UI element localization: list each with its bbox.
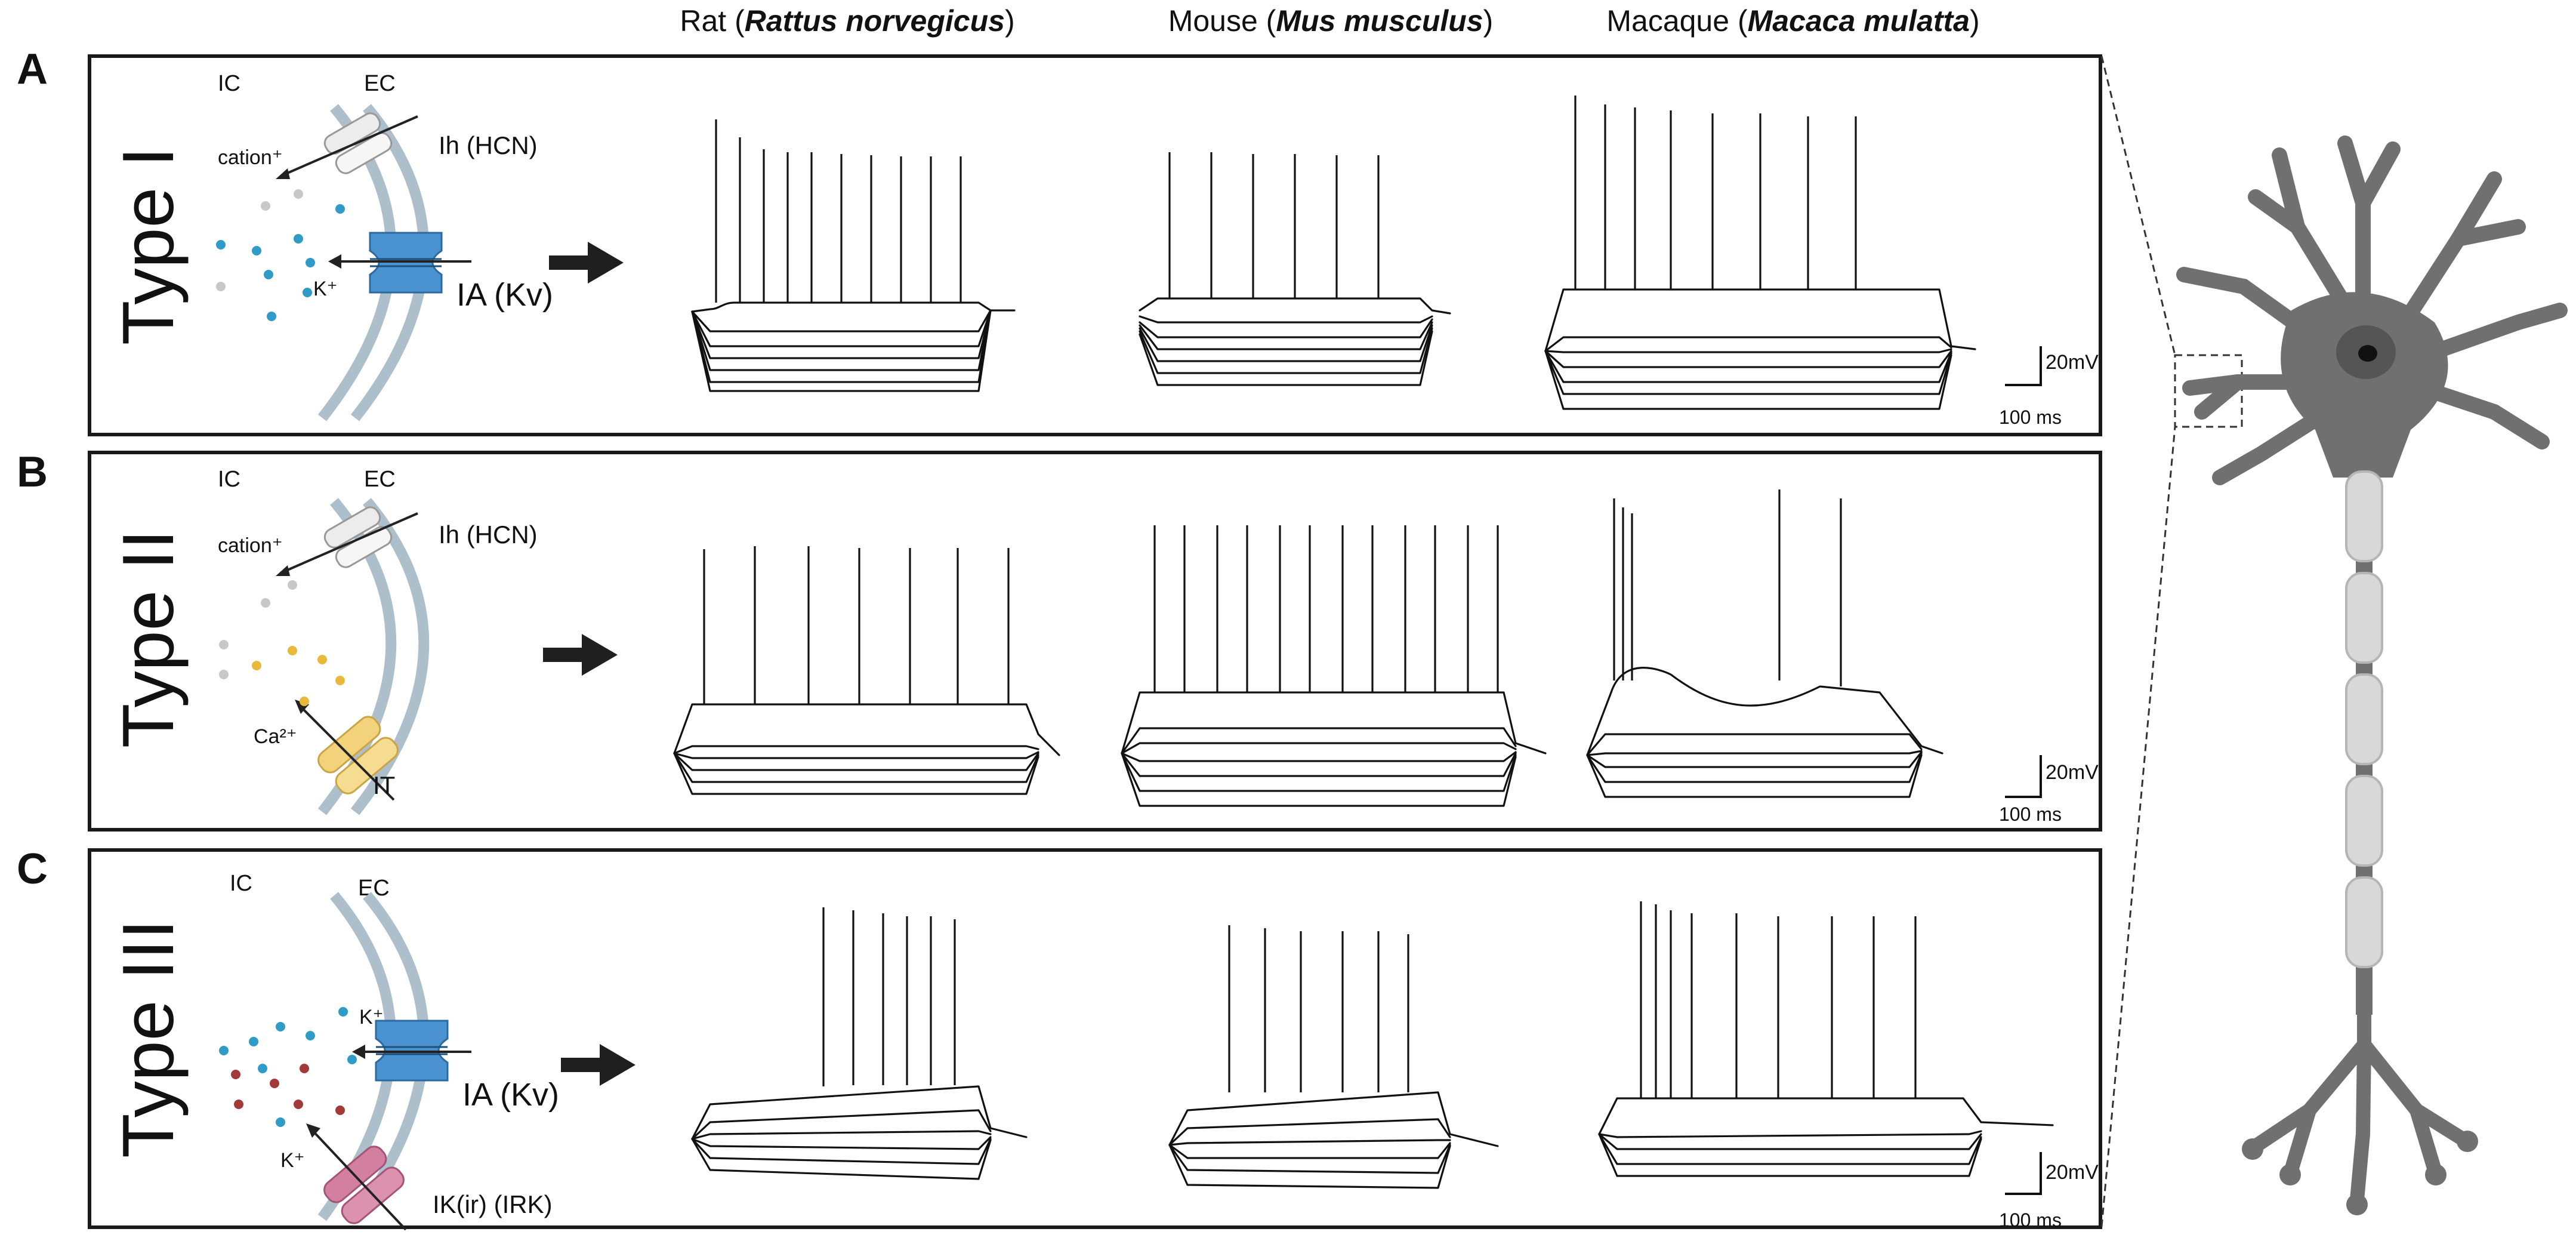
scale-bar: 20mV 100 ms: [1999, 1152, 2099, 1231]
voltage-trace-rat: [673, 546, 1060, 795]
ion-dots: [219, 1007, 357, 1127]
panel-frame: [88, 54, 2102, 436]
voltage-trace-mouse: [1168, 925, 1499, 1189]
voltage-trace-mouse: [1121, 525, 1547, 807]
ion-label: K⁺: [313, 278, 338, 300]
arrow-head-icon: [306, 1123, 320, 1138]
ic-label: IC: [218, 71, 240, 96]
ic-label: IC: [230, 871, 252, 896]
arrow-head-icon: [276, 168, 290, 179]
column-header-rat: Rat (Rattus norvegicus): [680, 4, 1014, 38]
voltage-trace-mouse: [1139, 152, 1451, 386]
type-label: Type I: [107, 147, 189, 345]
panel-letter: C: [17, 845, 48, 893]
channel-label-1: Ih (HCN): [439, 521, 538, 549]
scale-bar: 20mV 100 ms: [1999, 346, 2099, 428]
ion-label: Ca²⁺: [254, 725, 297, 748]
myelin-sheath: [2345, 470, 2383, 968]
panel-letter: B: [17, 448, 48, 496]
voltage-trace-macaque: [1586, 489, 1943, 798]
arrow-right-icon: [561, 1044, 635, 1086]
cation-label: cation⁺: [218, 534, 283, 557]
ic-label: IC: [218, 467, 240, 492]
channel-label-2: IK(ir) (IRK): [433, 1190, 553, 1218]
column-header-macaque: Macaque (Macaca mulatta): [1606, 4, 1979, 38]
scale-voltage: 20mV: [2046, 351, 2099, 374]
zoom-box: [2174, 354, 2243, 428]
ion-label: K⁺: [359, 1006, 384, 1028]
channel-label-2: IT: [373, 771, 395, 799]
ion-label: K⁺: [280, 1149, 305, 1172]
neuron-illustration-icon: [2100, 56, 2568, 1227]
scale-voltage: 20mV: [2046, 761, 2099, 784]
arrow-head-icon: [352, 1045, 365, 1059]
panel-b: B Type II IC EC cation⁺ Ca²⁺ Ih (HCN): [17, 448, 2102, 832]
voltage-trace-macaque: [1598, 901, 2054, 1177]
voltage-trace-macaque: [1544, 96, 1976, 410]
panel-a: A Type I IC EC c: [17, 45, 2102, 436]
ec-label: EC: [364, 467, 396, 492]
scale-time: 100 ms: [1999, 407, 2062, 428]
channel-label-2: IA (Kv): [456, 277, 553, 313]
membrane-inner: [350, 498, 430, 815]
scale-bar: 20mV 100 ms: [1999, 755, 2099, 825]
arrow-head-icon: [276, 565, 290, 576]
arrow-right-icon: [549, 242, 624, 284]
ion-dots: [216, 189, 345, 321]
type-label: Type II: [107, 529, 189, 748]
panel-frame: [88, 451, 2102, 832]
scale-time: 100 ms: [1999, 1209, 2062, 1231]
voltage-trace-rat: [691, 119, 1016, 392]
channel-label-1: IA (Kv): [462, 1077, 559, 1113]
column-header-mouse: Mouse (Mus musculus): [1168, 4, 1494, 38]
arrow-right-icon: [543, 634, 618, 676]
ca-channel-icon: [317, 716, 399, 795]
arrow-head-icon: [328, 254, 341, 269]
panel-c: C Type III IC EC K⁺ K⁺: [17, 845, 2102, 1231]
voltage-trace-rat: [691, 907, 1028, 1180]
ec-label: EC: [364, 71, 396, 96]
scale-time: 100 ms: [1999, 803, 2062, 825]
panel-letter: A: [17, 45, 48, 93]
type-label: Type III: [107, 919, 189, 1158]
cation-label: cation⁺: [218, 146, 283, 169]
channel-label-1: Ih (HCN): [439, 131, 538, 159]
ion-dots: [219, 580, 345, 706]
ion-channel-icon: [323, 506, 393, 568]
scale-voltage: 20mV: [2046, 1161, 2099, 1184]
panel-frame: [88, 848, 2102, 1229]
